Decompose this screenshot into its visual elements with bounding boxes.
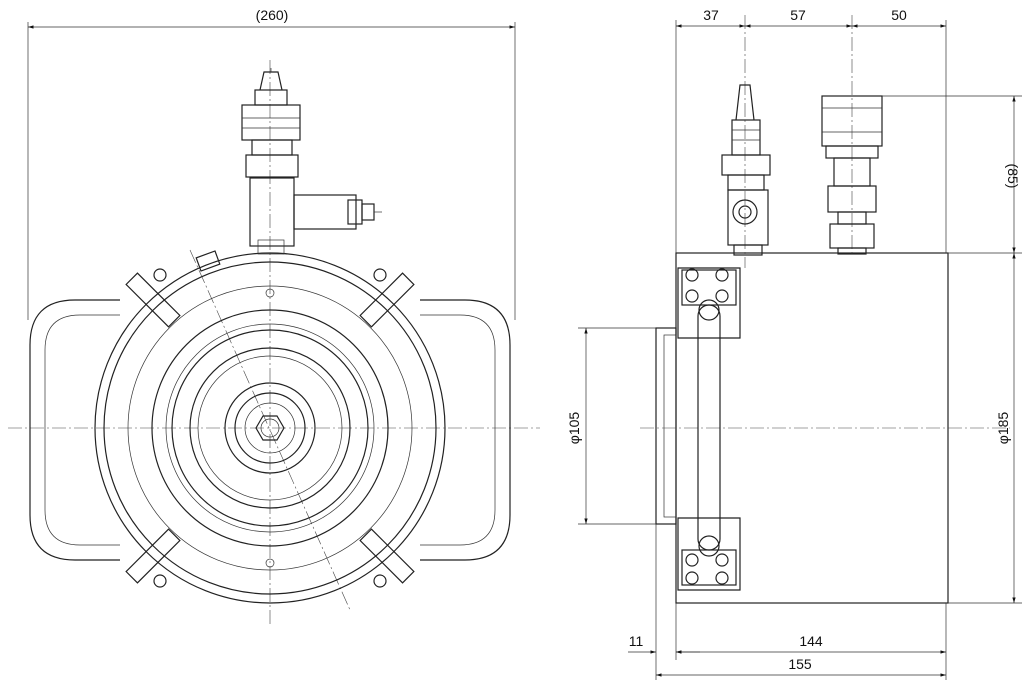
- dim-body-diameter: φ185: [995, 412, 1011, 445]
- front-view: [8, 22, 540, 625]
- dim-fitting-height: (85): [1005, 164, 1021, 189]
- dim-fitting-spacing-1: 37: [703, 7, 719, 23]
- dim-body-length: 144: [799, 633, 823, 649]
- dim-bore-diameter: φ105: [566, 412, 582, 445]
- side-view: [578, 15, 1022, 680]
- dim-plunger-protrusion: 11: [629, 633, 644, 649]
- dim-fitting-spacing-2: 57: [790, 7, 806, 23]
- dim-overall-length: 155: [788, 656, 812, 672]
- dim-fitting-spacing-3: 50: [891, 7, 907, 23]
- dim-front-width: (260): [256, 7, 289, 23]
